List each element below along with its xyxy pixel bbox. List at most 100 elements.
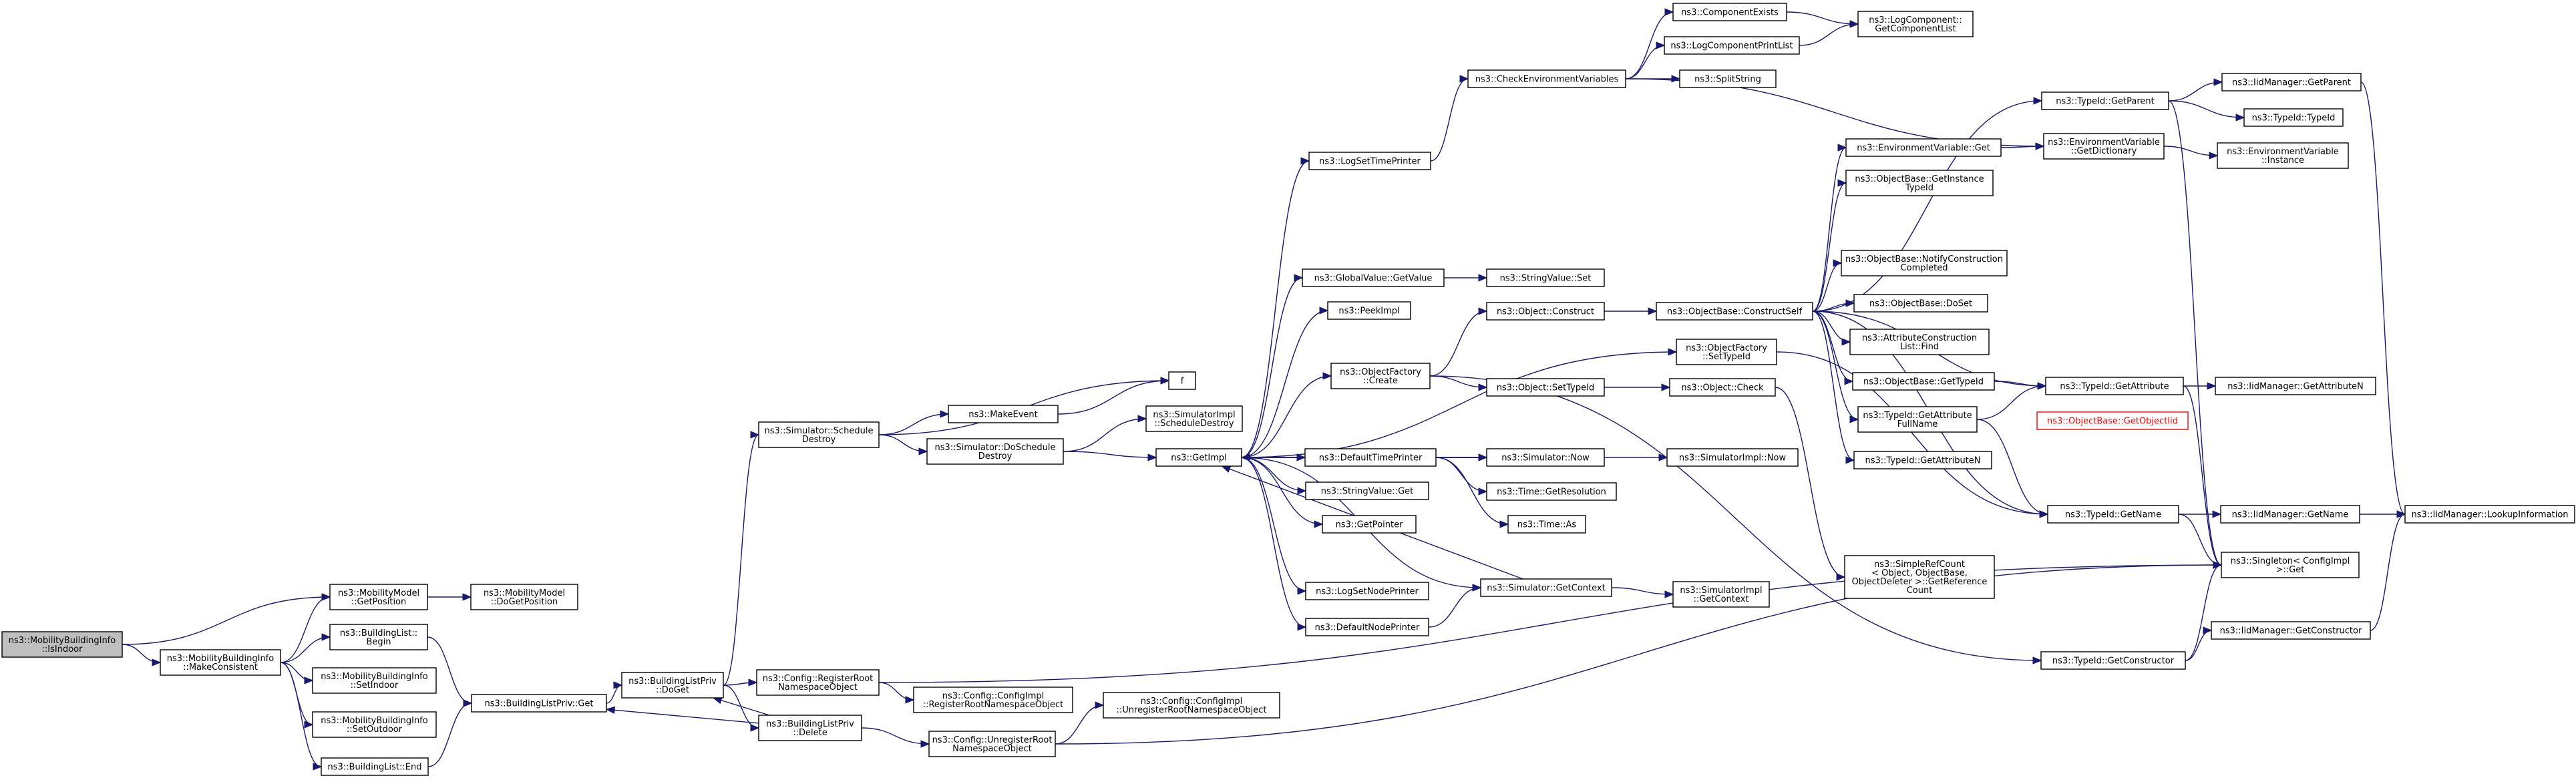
node-componentexists[interactable]: ns3::ComponentExists bbox=[1672, 3, 1787, 21]
node-blbegin[interactable]: ns3::BuildingList::Begin bbox=[329, 624, 428, 650]
node-stringvalueget[interactable]: ns3::StringValue::Get bbox=[1305, 481, 1429, 500]
node-getattributen[interactable]: ns3::TypeId::GetAttributeN bbox=[1853, 451, 1992, 469]
node-singletonget[interactable]: ns3::Singleton< ConfigImpl >::Get bbox=[2221, 552, 2360, 578]
node-label-line: ns3::GlobalValue::GetValue bbox=[1314, 274, 1433, 284]
nodes-layer: ns3::MobilityBuildingInfo::IsIndoorns3::… bbox=[1, 3, 2575, 776]
node-makeevent[interactable]: ns3::MakeEvent bbox=[948, 405, 1059, 423]
node-typeidgetparent[interactable]: ns3::TypeId::GetParent bbox=[2041, 91, 2169, 110]
node-isindoor[interactable]: ns3::MobilityBuildingInfo::IsIndoor bbox=[1, 631, 123, 658]
node-getobjectiid[interactable]: ns3::ObjectBase::GetObjectIid bbox=[2036, 411, 2189, 430]
node-typeidtypeid[interactable]: ns3::TypeId::TypeId bbox=[2243, 108, 2344, 127]
node-constructself[interactable]: ns3::ObjectBase::ConstructSelf bbox=[1656, 302, 1813, 321]
node-label-line: ns3::SimulatorImpl bbox=[1680, 586, 1762, 596]
node-logcompprintlist[interactable]: ns3::LogComponentPrintList bbox=[1664, 36, 1800, 55]
node-label-line: ns3::Config::ConfigImpl bbox=[1141, 697, 1243, 707]
node-iidgetparent[interactable]: ns3::IidManager::GetParent bbox=[2221, 73, 2362, 91]
node-box bbox=[621, 672, 724, 699]
node-logsetnodeprinter[interactable]: ns3::LogSetNodePrinter bbox=[1305, 582, 1429, 600]
node-simimplnow[interactable]: ns3::SimulatorImpl::Now bbox=[1666, 448, 1799, 467]
node-box bbox=[2215, 377, 2376, 395]
node-checkenv[interactable]: ns3::CheckEnvironmentVariables bbox=[1467, 69, 1626, 88]
node-label-line: TypeId bbox=[1905, 183, 1934, 193]
node-setindoor[interactable]: ns3::MobilityBuildingInfo::SetIndoor bbox=[312, 667, 437, 694]
node-objectconstruct[interactable]: ns3::Object::Construct bbox=[1486, 302, 1605, 321]
node-doset[interactable]: ns3::ObjectBase::DoSet bbox=[1853, 294, 1988, 313]
node-setoutdoor[interactable]: ns3::MobilityBuildingInfo::SetOutdoor bbox=[312, 711, 437, 738]
node-splitstring[interactable]: ns3::SplitString bbox=[1679, 69, 1777, 88]
edge-getimpl-to-logsettimeprinter bbox=[1241, 161, 1310, 458]
node-envgetdictionary[interactable]: ns3::EnvironmentVariable::GetDictionary bbox=[2043, 133, 2165, 160]
node-implregroot[interactable]: ns3::Config::ConfigImpl::RegisterRootNam… bbox=[913, 687, 1073, 713]
node-scheduledestroy[interactable]: ns3::Simulator::ScheduleDestroy bbox=[758, 421, 880, 448]
node-timeas[interactable]: ns3::Time::As bbox=[1507, 515, 1586, 534]
node-objfactorysettypeid[interactable]: ns3::ObjectFactory::SetTypeId bbox=[1676, 339, 1777, 365]
node-getpointer[interactable]: ns3::GetPointer bbox=[1322, 515, 1417, 534]
node-label-line: ns3::ObjectBase::DoSet bbox=[1869, 299, 1972, 309]
node-box bbox=[1656, 302, 1813, 321]
node-box bbox=[2217, 142, 2349, 169]
node-typeidgetattribute[interactable]: ns3::TypeId::GetAttribute bbox=[2045, 377, 2184, 395]
node-envinstance[interactable]: ns3::EnvironmentVariable::Instance bbox=[2217, 142, 2349, 169]
node-iidgetattributen[interactable]: ns3::IidManager::GetAttributeN bbox=[2215, 377, 2376, 395]
node-objbasegettypeid[interactable]: ns3::ObjectBase::GetTypeId bbox=[1852, 372, 1995, 391]
node-simimplscheduledestroy[interactable]: ns3::SimulatorImpl::ScheduleDestroy bbox=[1145, 405, 1243, 432]
node-label-line: Begin bbox=[366, 637, 391, 647]
node-makeconsistent[interactable]: ns3::MobilityBuildingInfo::MakeConsisten… bbox=[160, 649, 281, 676]
node-simgetcontext[interactable]: ns3::Simulator::GetContext bbox=[1480, 578, 1612, 597]
node-typeidgetname[interactable]: ns3::TypeId::GetName bbox=[2047, 505, 2179, 524]
node-blpget[interactable]: ns3::BuildingListPriv::Get bbox=[471, 694, 607, 713]
node-blpdoget[interactable]: ns3::BuildingListPriv::DoGet bbox=[621, 672, 724, 699]
node-label-line: ns3::Config::ConfigImpl bbox=[942, 691, 1045, 701]
node-iidgetname[interactable]: ns3::IidManager::GetName bbox=[2220, 505, 2360, 524]
node-envvarget[interactable]: ns3::EnvironmentVariable::Get bbox=[1845, 138, 2002, 157]
node-label-line: ns3::ObjectBase::GetInstance bbox=[1855, 174, 1984, 184]
node-globalvaluegetvalue[interactable]: ns3::GlobalValue::GetValue bbox=[1302, 268, 1445, 287]
node-box bbox=[1844, 555, 1995, 599]
node-dogetposition[interactable]: ns3::MobilityModel::DoGetPosition bbox=[470, 584, 578, 610]
node-blend[interactable]: ns3::BuildingList::End bbox=[321, 757, 429, 776]
node-box bbox=[1304, 448, 1437, 467]
node-peekimpl[interactable]: ns3::PeekImpl bbox=[1327, 301, 1411, 320]
node-timegetresolution[interactable]: ns3::Time::GetResolution bbox=[1486, 482, 1617, 501]
node-stringvalueset[interactable]: ns3::StringValue::Set bbox=[1486, 268, 1605, 287]
node-label-line: ns3::MobilityBuildingInfo bbox=[321, 672, 427, 682]
node-label-line: ::SetIndoor bbox=[351, 680, 399, 691]
edge-scheduledestroy-to-doscheduledestroy bbox=[878, 434, 927, 451]
node-regroot[interactable]: ns3::Config::RegisterRootNamespaceObject bbox=[756, 669, 880, 696]
node-iidgetconstructor[interactable]: ns3::IidManager::GetConstructor bbox=[2211, 621, 2371, 640]
node-getposition[interactable]: ns3::MobilityModel::GetPosition bbox=[329, 584, 428, 610]
node-objfactorycreate[interactable]: ns3::ObjectFactory::Create bbox=[1330, 363, 1431, 389]
node-label-line: ns3::ComponentExists bbox=[1681, 8, 1779, 18]
node-box bbox=[1845, 170, 1994, 196]
edge-makeevent-to-f bbox=[1057, 381, 1169, 415]
node-f[interactable]: f bbox=[1168, 371, 1196, 390]
node-objectsettypeid[interactable]: ns3::Object::SetTypeId bbox=[1486, 378, 1605, 397]
node-objectcheck[interactable]: ns3::Object::Check bbox=[1669, 378, 1776, 397]
node-label-line: ns3::Simulator::GetContext bbox=[1487, 584, 1605, 594]
node-label-line: ns3::IidManager::GetParent bbox=[2232, 78, 2351, 88]
node-getimpl[interactable]: ns3::GetImpl bbox=[1155, 448, 1242, 467]
node-notifyconstruction[interactable]: ns3::ObjectBase::NotifyConstructionCompl… bbox=[1841, 250, 2008, 276]
node-defaultnodeprinter[interactable]: ns3::DefaultNodePrinter bbox=[1305, 618, 1429, 636]
node-lookupinformation[interactable]: ns3::IidManager::LookupInformation bbox=[2404, 505, 2575, 524]
node-box bbox=[1672, 3, 1787, 21]
node-getcomponentlist[interactable]: ns3::LogComponent::GetComponentList bbox=[1857, 11, 1974, 37]
node-defaulttimeprinter[interactable]: ns3::DefaultTimePrinter bbox=[1304, 448, 1437, 467]
node-blpdelete[interactable]: ns3::BuildingListPriv::Delete bbox=[758, 715, 862, 741]
node-simnow[interactable]: ns3::Simulator::Now bbox=[1486, 448, 1605, 467]
node-logsettimeprinter[interactable]: ns3::LogSetTimePrinter bbox=[1308, 152, 1431, 170]
node-simimplgetcontext[interactable]: ns3::SimulatorImpl::GetContext bbox=[1672, 581, 1770, 608]
node-label-line: ::SetTypeId bbox=[1702, 352, 1751, 362]
node-box bbox=[1852, 372, 1995, 391]
node-label-line: ns3::Simulator::DoSchedule bbox=[934, 443, 1055, 453]
node-typeidgetconstructor[interactable]: ns3::TypeId::GetConstructor bbox=[2040, 651, 2186, 670]
node-implunregroot[interactable]: ns3::Config::ConfigImpl::UnregisterRootN… bbox=[1103, 692, 1280, 719]
node-box bbox=[1, 631, 123, 658]
node-box bbox=[312, 667, 437, 694]
node-unregroot[interactable]: ns3::Config::UnregisterRootNamespaceObje… bbox=[928, 731, 1056, 757]
node-simplerefcount[interactable]: ns3::SimpleRefCount< Object, ObjectBase,… bbox=[1844, 555, 1995, 599]
